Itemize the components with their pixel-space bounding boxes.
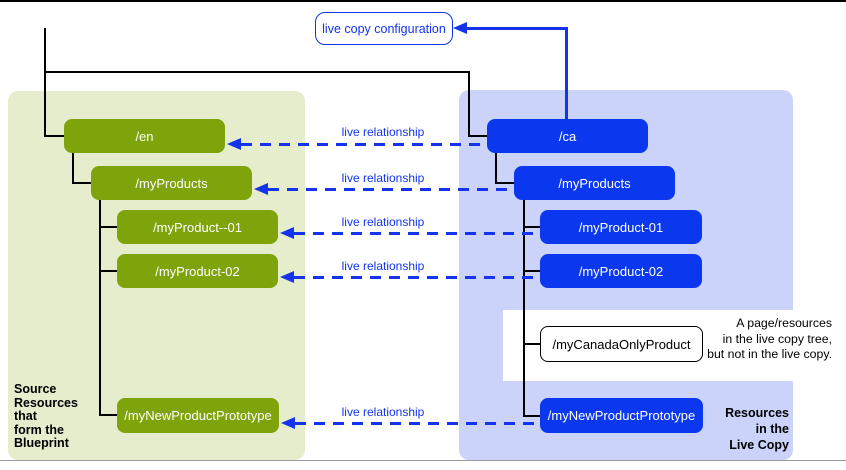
node-en-label: /en xyxy=(135,128,154,144)
rel4-dashed-line xyxy=(294,276,540,279)
excluded-note-line2: in the live copy tree, xyxy=(722,331,832,346)
rel5-dashed-line xyxy=(295,422,540,425)
lc-to-product02-line xyxy=(523,270,540,272)
node-en: /en xyxy=(64,119,225,153)
rel3-arrowhead-icon xyxy=(280,227,294,239)
node-lc-myproduct01: /myProduct-01 xyxy=(540,210,702,244)
lc-ca-child-vertical xyxy=(495,153,497,184)
rel2-arrowhead-icon xyxy=(254,183,268,195)
node-lc-mynewproductprototype: /myNewProductPrototype xyxy=(540,398,703,433)
node-mycanadaonlyproduct-label: /myCanadaOnlyProduct xyxy=(552,336,691,352)
livecopy-caption-line2: in the xyxy=(755,422,789,436)
config-arrow-vertical xyxy=(565,27,568,120)
live-copy-configuration-box: live copy configuration xyxy=(315,12,453,45)
node-ca: /ca xyxy=(487,119,648,153)
node-lc-myproduct02: /myProduct-02 xyxy=(540,254,702,288)
bp-to-prototype-line xyxy=(99,414,117,416)
top-border-line xyxy=(0,0,846,2)
blueprint-caption-line1: Source xyxy=(14,382,57,396)
node-lc-myproducts-label: /myProducts xyxy=(558,175,631,191)
config-arrow-horizontal xyxy=(466,27,567,30)
node-lc-mynewproductprototype-label: /myNewProductPrototype xyxy=(547,408,696,423)
node-bp-myproduct01: /myProduct--01 xyxy=(117,210,278,244)
lc-to-product01-line xyxy=(523,226,540,228)
node-lc-myproduct02-label: /myProduct-02 xyxy=(578,263,664,279)
blueprint-caption: Source Resources that form the Blueprint xyxy=(14,382,124,451)
live-copy-configuration-label: live copy configuration xyxy=(322,21,446,36)
livecopy-caption-line3: Live Copy xyxy=(729,438,789,452)
root-to-ca-line xyxy=(468,135,487,137)
node-mycanadaonlyproduct: /myCanadaOnlyProduct xyxy=(540,326,703,362)
lc-to-myproducts-line xyxy=(495,182,514,184)
root-horizontal-line xyxy=(44,71,470,73)
node-bp-myproduct02-label: /myProduct-02 xyxy=(155,263,240,279)
rel3-dashed-line xyxy=(294,232,540,235)
bottom-border-line xyxy=(0,460,846,461)
rel4-label: live relationship xyxy=(341,259,425,273)
node-bp-mynewproductprototype-label: /myNewProductPrototype xyxy=(124,408,272,423)
excluded-node-note: A page/resources in the live copy tree, … xyxy=(642,316,832,363)
node-lc-myproduct01-label: /myProduct-01 xyxy=(578,219,664,235)
node-lc-myproducts: /myProducts xyxy=(514,166,675,200)
node-bp-myproducts: /myProducts xyxy=(91,166,252,200)
lc-to-prototype-line xyxy=(523,415,540,417)
rel2-dashed-line xyxy=(268,188,514,191)
node-bp-myproducts-label: /myProducts xyxy=(135,175,208,191)
rel3-label: live relationship xyxy=(341,215,425,229)
node-ca-label: /ca xyxy=(558,128,577,144)
root-vertical-line xyxy=(44,28,46,136)
blueprint-caption-line4: form the xyxy=(14,422,64,437)
bp-to-product01-line xyxy=(99,226,117,228)
rel1-arrowhead-icon xyxy=(227,138,241,150)
bp-products-child-vertical xyxy=(99,200,101,416)
node-bp-mynewproductprototype: /myNewProductPrototype xyxy=(117,398,279,433)
node-bp-myproduct02: /myProduct-02 xyxy=(117,254,278,288)
excluded-note-line3: but not in the live copy. xyxy=(707,347,832,361)
livecopy-caption-line1: Resources xyxy=(725,406,789,420)
config-arrowhead-icon xyxy=(453,22,467,34)
blueprint-caption-line5: Blueprint xyxy=(14,436,69,450)
bp-en-child-vertical xyxy=(72,153,74,184)
rel1-label: live relationship xyxy=(341,125,425,139)
rel5-label: live relationship xyxy=(341,405,425,419)
lc-products-child-vertical xyxy=(523,200,525,417)
blueprint-caption-line3: that xyxy=(14,409,37,423)
root-right-vertical-line xyxy=(468,71,470,136)
root-to-en-line xyxy=(44,135,64,137)
bp-to-myproducts-line xyxy=(72,182,91,184)
node-bp-myproduct01-label: /myProduct--01 xyxy=(153,219,242,235)
blueprint-caption-line2: Resources xyxy=(14,395,78,410)
lc-to-canadaonly-line xyxy=(523,343,540,345)
livecopy-caption: Resources in the Live Copy xyxy=(689,405,789,453)
rel2-label: live relationship xyxy=(341,171,425,185)
rel1-dashed-line xyxy=(241,143,487,146)
rel4-arrowhead-icon xyxy=(280,271,294,283)
excluded-note-line1: A page/resources xyxy=(736,316,832,330)
rel5-arrowhead-icon xyxy=(281,417,295,429)
bp-to-product02-line xyxy=(99,270,117,272)
